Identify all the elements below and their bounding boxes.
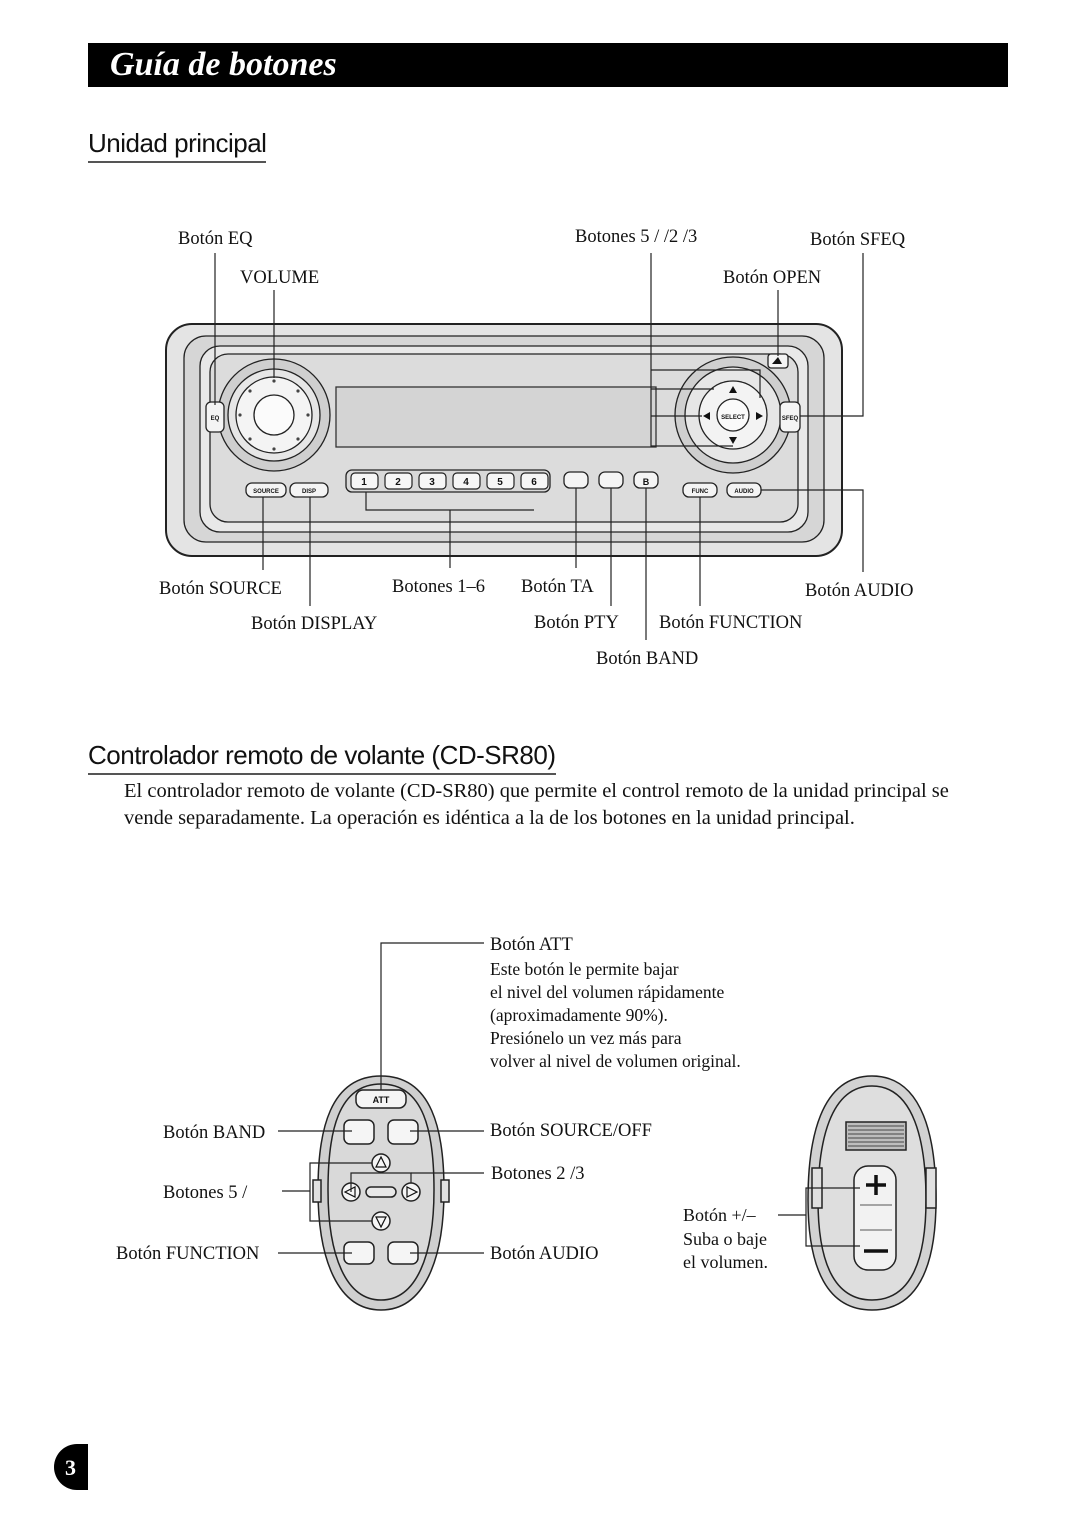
- plus-minus-desc-2: el volumen.: [683, 1252, 768, 1272]
- up-arrow-icon: [375, 1155, 387, 1168]
- page-title: Guía de botones: [110, 46, 337, 83]
- right-arrow-icon: [406, 1186, 419, 1198]
- sfeq-key-label: SFEQ: [782, 416, 799, 422]
- label-ta: Botón TA: [521, 577, 594, 597]
- preset-6-button[interactable]: [520, 472, 549, 490]
- preset-1-button[interactable]: [350, 472, 379, 490]
- arrow-left-icon: [703, 412, 710, 420]
- remote-description: El controlador remoto de volante (CD-SR8…: [124, 780, 949, 829]
- preset-4-label: 4: [463, 477, 469, 488]
- plus-minus-desc-1: Suba o baje: [683, 1229, 767, 1249]
- att-callout-line: [380, 942, 484, 1090]
- att-desc-5: volver al nivel de volumen original.: [490, 1051, 741, 1071]
- page-number-tab: 3: [54, 1444, 88, 1490]
- label-remote-audio: Botón AUDIO: [490, 1244, 599, 1264]
- label-buttons-5-2-3: Botones 5 / /2 /3: [575, 227, 698, 247]
- audio-callout-line: [761, 489, 864, 572]
- att-key-label: ATT: [373, 1095, 390, 1105]
- volume-rocker[interactable]: [853, 1165, 897, 1271]
- att-desc-3: (aproximadamente 90%).: [490, 1005, 668, 1025]
- label-att: Botón ATT: [490, 935, 573, 955]
- label-buttons-2-3: Botones 2 /3: [491, 1164, 585, 1184]
- label-band: Botón BAND: [596, 649, 699, 669]
- preset-3-button[interactable]: [418, 472, 447, 490]
- preset-5-button[interactable]: [486, 472, 515, 490]
- section-heading-remote: Controlador remoto de volante (CD-SR80): [88, 740, 556, 775]
- down-arrow-icon: [375, 1216, 387, 1229]
- label-remote-band: Botón BAND: [163, 1123, 266, 1143]
- func-key-label: FUNC: [692, 489, 709, 495]
- page-number: 3: [65, 1455, 76, 1480]
- left-arrow-icon: [343, 1186, 356, 1198]
- label-buttons-5: Botones 5 /: [163, 1183, 248, 1203]
- select-key-label: SELECT: [721, 415, 745, 421]
- arrows-callout-line: [650, 253, 733, 447]
- preset-6-label: 6: [531, 477, 537, 488]
- preset-3-label: 3: [429, 477, 435, 488]
- label-sfeq: Botón SFEQ: [810, 230, 906, 250]
- arrow-down-icon: [729, 437, 737, 444]
- preset-2-label: 2: [395, 477, 401, 488]
- band-button[interactable]: [343, 1119, 375, 1145]
- att-desc-2: el nivel del volumen rápidamente: [490, 982, 725, 1002]
- preset-1-label: 1: [361, 477, 367, 488]
- label-remote-function: Botón FUNCTION: [116, 1244, 260, 1264]
- att-desc-1: Este botón le permite bajar: [490, 959, 679, 979]
- presets-callout-line: [365, 492, 534, 511]
- audio-key-label: AUDIO: [734, 489, 754, 495]
- label-source: Botón SOURCE: [159, 579, 282, 599]
- preset-2-button[interactable]: [384, 472, 413, 490]
- b-key-label: B: [643, 477, 650, 487]
- preset-4-button[interactable]: [452, 472, 481, 490]
- label-buttons-1-6: Botones 1–6: [392, 577, 486, 597]
- open-icon: [772, 357, 782, 364]
- label-volume: VOLUME: [240, 268, 320, 288]
- label-plus-minus: Botón +/–: [683, 1205, 756, 1225]
- label-pty: Botón PTY: [534, 613, 619, 633]
- title-bar: Guía de botones: [88, 43, 1008, 87]
- label-eq: Botón EQ: [178, 229, 253, 249]
- source-off-button[interactable]: [387, 1119, 419, 1145]
- label-audio: Botón AUDIO: [805, 581, 914, 601]
- section-heading-main-unit: Unidad principal: [88, 128, 267, 163]
- preset-5-label: 5: [497, 477, 503, 488]
- label-function: Botón FUNCTION: [659, 613, 803, 633]
- eq-key-label: EQ: [211, 416, 220, 422]
- label-display: Botón DISPLAY: [251, 614, 378, 634]
- arrow-right-icon: [756, 412, 763, 420]
- disp-key-label: DISP: [302, 489, 316, 495]
- sfeq-callout-line: [800, 253, 864, 417]
- att-desc-4: Presiónelo un vez más para: [490, 1028, 682, 1048]
- buttons-2-3-callout-line: [350, 1172, 412, 1192]
- source-key-label: SOURCE: [253, 489, 279, 495]
- arrow-up-icon: [729, 386, 737, 393]
- label-open: Botón OPEN: [723, 268, 822, 288]
- label-source-off: Botón SOURCE/OFF: [490, 1121, 652, 1141]
